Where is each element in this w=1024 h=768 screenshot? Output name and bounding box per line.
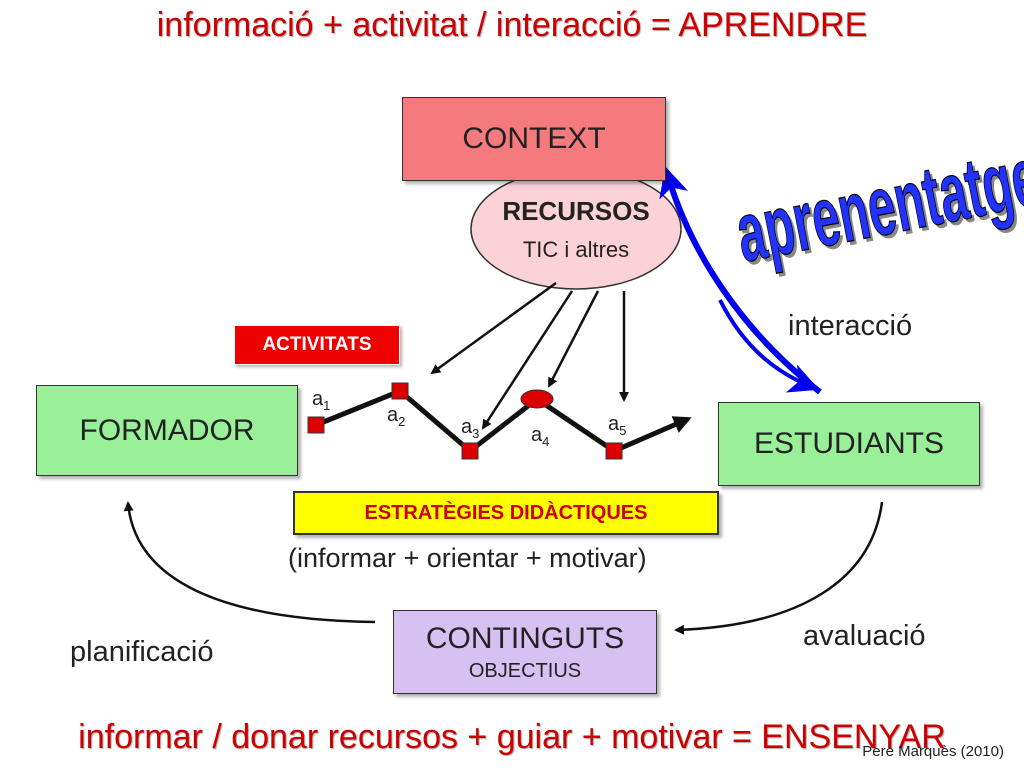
formador-box: FORMADOR [36, 385, 298, 476]
avaluacio-label: avaluació [803, 620, 926, 652]
estudiants-box: ESTUDIANTS [718, 402, 980, 486]
continguts-box: CONTINGUTS OBJECTIUS [393, 610, 657, 694]
activitats-label: ACTIVITATS [262, 334, 372, 355]
interaction-arrow-down [718, 299, 820, 393]
interaccio-label: interacció [788, 310, 913, 342]
estudiants-label: ESTUDIANTS [753, 427, 945, 460]
recursos-title: RECURSOS [502, 196, 650, 226]
activity-path [315, 388, 692, 455]
activity-node-a3 [461, 442, 479, 460]
planificacio-label: planificació [70, 636, 214, 668]
continguts-title: CONTINGUTS [425, 621, 625, 655]
title-top: informació + activitat / interacció = AP… [156, 6, 868, 44]
activity-node-a2 [391, 382, 409, 400]
estrategies-box: ESTRATÈGIES DIDÀCTIQUES [293, 491, 719, 535]
activity-label-a5: a5 [608, 413, 627, 438]
activity-node-a1 [307, 416, 325, 434]
planificacio-arrow [123, 501, 376, 624]
recursos-arrow-a1 [430, 281, 557, 375]
activity-node-a4 [520, 389, 554, 409]
context-box: CONTEXT [402, 97, 666, 181]
recursos-arrow-a4 [547, 290, 600, 388]
context-label: CONTEXT [462, 122, 606, 155]
activitats-badge: ACTIVITATS [234, 325, 400, 365]
recursos-ellipse [470, 168, 682, 290]
recursos-arrow-a3 [481, 290, 574, 430]
activity-label-a4: a4 [531, 424, 550, 449]
recursos-subtitle: TIC i altres [522, 237, 630, 262]
formador-label: FORMADOR [79, 413, 255, 447]
activity-label-a2: a2 [387, 404, 406, 429]
avaluacio-arrow [674, 501, 884, 635]
estrategies-label: ESTRATÈGIES DIDÀCTIQUES [364, 501, 648, 524]
formula-middle: (informar + orientar + motivar) [288, 543, 647, 573]
continguts-subtitle: OBJECTIUS [468, 659, 582, 682]
title-bottom: informar / donar recursos + guiar + moti… [78, 718, 946, 756]
activity-node-a5 [605, 442, 623, 460]
credit-text: Pere Marquès (2010) [862, 743, 1004, 760]
activity-label-a3: a3 [461, 416, 480, 441]
activity-label-a1: a1 [312, 388, 331, 413]
